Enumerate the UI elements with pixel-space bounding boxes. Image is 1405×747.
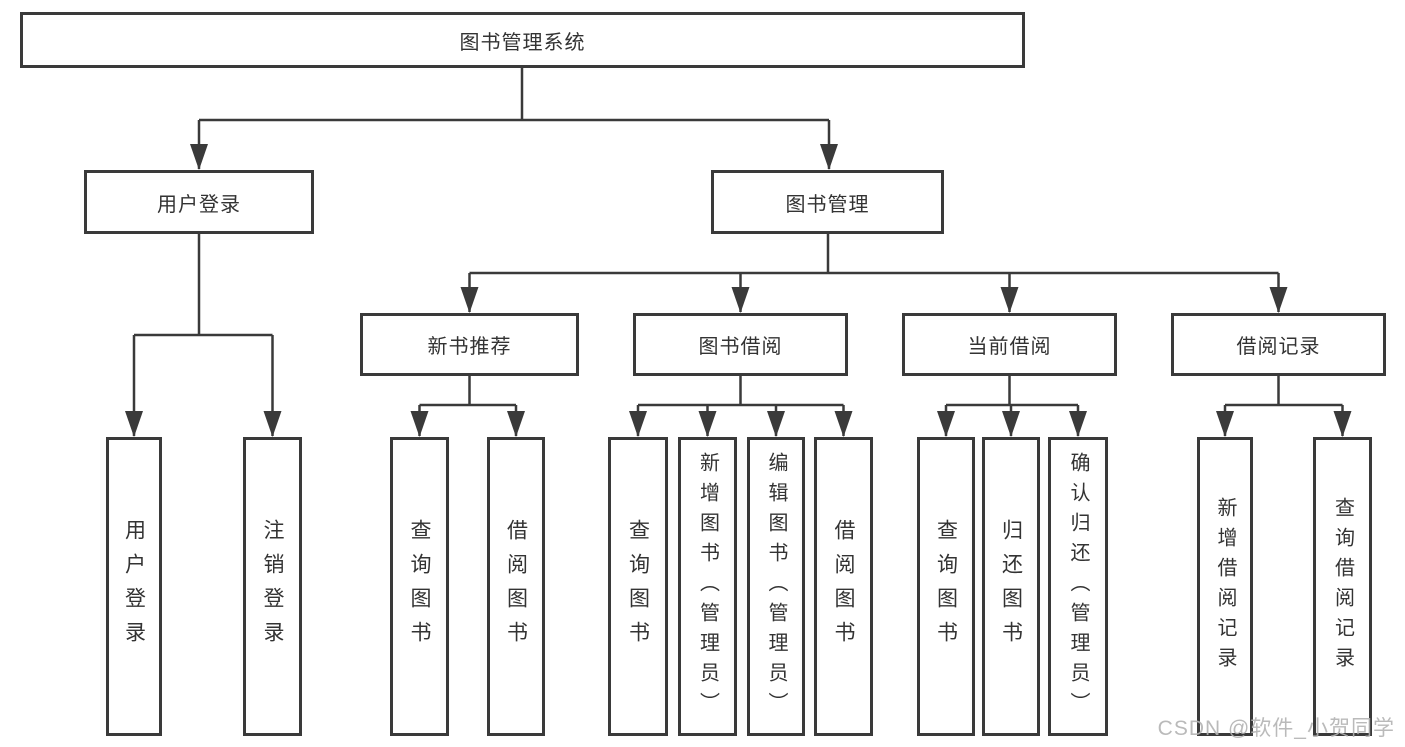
- node-library-management-system: 图书管理系统: [20, 12, 1025, 68]
- leaf-query-books-borrow: 查询图书: [608, 437, 668, 736]
- leaf-label: 编辑图书（管理员）: [765, 451, 787, 722]
- leaf-query-borrow-record: 查询借阅记录: [1313, 437, 1372, 736]
- node-borrow-records: 借阅记录: [1171, 313, 1386, 376]
- leaf-label: 查询图书: [626, 518, 650, 655]
- leaf-label: 归还图书: [999, 518, 1023, 655]
- leaf-label: 注销登录: [261, 518, 284, 655]
- node-new-book-recommend: 新书推荐: [360, 313, 579, 376]
- leaf-confirm-return-admin: 确认归还（管理员）: [1048, 437, 1108, 736]
- connector-user-login-trunk: [134, 234, 273, 337]
- leaf-borrow-books-recommend: 借阅图书: [487, 437, 545, 736]
- leaf-logout: 注销登录: [243, 437, 302, 736]
- node-book-management: 图书管理: [711, 170, 944, 234]
- leaf-return-books: 归还图书: [982, 437, 1040, 736]
- leaf-label: 借阅图书: [504, 518, 528, 655]
- leaf-label: 查询图书: [934, 518, 958, 655]
- leaf-label: 用户登录: [122, 518, 146, 655]
- connector-root-trunk: [199, 68, 829, 122]
- node-current-borrow: 当前借阅: [902, 313, 1117, 376]
- leaf-query-books-recommend: 查询图书: [390, 437, 449, 736]
- leaf-label: 查询图书: [408, 518, 431, 655]
- connector-borrow-records-trunk: [1225, 376, 1343, 407]
- leaf-user-login: 用户登录: [106, 437, 162, 736]
- leaf-add-borrow-record: 新增借阅记录: [1197, 437, 1253, 736]
- connector-new-book-trunk: [419, 376, 516, 407]
- connector-book-management-trunk: [469, 234, 1279, 275]
- leaf-borrow-books: 借阅图书: [814, 437, 873, 736]
- node-user-login: 用户登录: [84, 170, 314, 234]
- leaf-edit-books-admin: 编辑图书（管理员）: [747, 437, 805, 736]
- connector-current-borrow-trunk: [946, 376, 1078, 407]
- node-book-borrow: 图书借阅: [633, 313, 848, 376]
- leaf-label: 借阅图书: [832, 518, 855, 655]
- leaf-label: 确认归还（管理员）: [1067, 451, 1089, 722]
- leaf-label: 新增图书（管理员）: [696, 451, 719, 722]
- csdn-watermark: CSDN @软件_小贺同学: [1157, 717, 1395, 740]
- leaf-query-books-current: 查询图书: [917, 437, 975, 736]
- leaf-label: 查询借阅记录: [1331, 496, 1354, 677]
- leaf-label: 新增借阅记录: [1214, 496, 1236, 677]
- connector-book-borrow-trunk: [638, 376, 844, 407]
- leaf-add-books-admin: 新增图书（管理员）: [678, 437, 737, 736]
